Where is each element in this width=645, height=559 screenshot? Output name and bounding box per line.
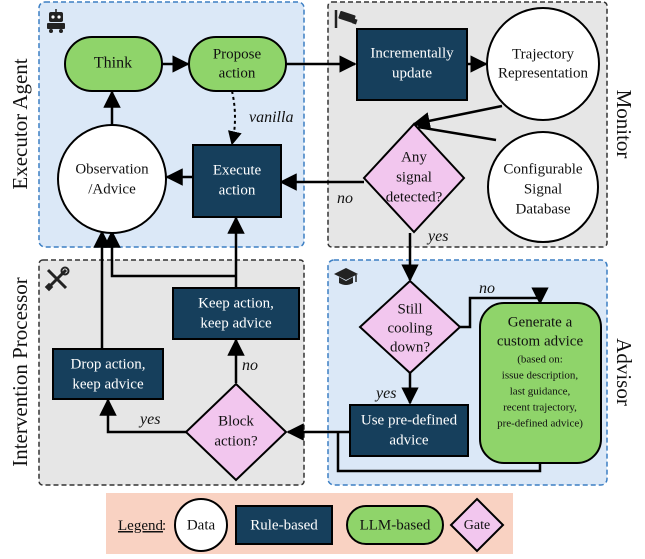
signal-database-node [487,131,599,243]
legend-llm-label: LLM-based [360,517,431,533]
tools-icon [44,266,70,292]
incrementally-update-node [356,28,468,101]
block-action-line2: action? [214,433,258,449]
custom-advice-basis-line5: pre-defined advice) [497,418,583,430]
drop-action-line2: keep advice [72,376,144,392]
propose-action-label-line2: action [219,65,256,81]
edge-trajectory-signal [412,104,503,130]
custom-advice-basis-line2: issue description, [502,370,579,382]
edge-generate-block [336,432,542,473]
graduation-cap-icon [334,268,358,285]
execute-action-node [192,144,282,218]
think-node [64,36,163,92]
use-predefined-advice-node [349,404,469,457]
still-cooling-line2: cooling [388,320,433,336]
observation-advice-node [57,124,167,234]
still-cooling-gate [358,279,462,375]
keep-action-line1: Keep action, [198,295,274,311]
generate-custom-advice-node [479,302,602,464]
trajectory-representation-node [486,7,600,121]
cctv-camera-icon [334,10,358,28]
legend-title: Legend [118,518,163,534]
observation-advice-line1: Observation [75,161,149,177]
any-signal-line2: signal [396,169,432,185]
signal-database-line3: Database [516,201,571,217]
drop-action-keep-advice-node [52,348,164,400]
custom-advice-basis-line4: recent trajectory, [503,402,577,414]
propose-action-label-line1: Propose [213,46,262,62]
intervention-panel-label: Intervention Processor [8,277,32,467]
custom-advice-basis-line3: last guidance, [510,386,571,398]
keep-action-line2: keep advice [200,315,272,331]
still-cooling-line1: Still [397,301,422,317]
legend-colon: : [162,518,166,534]
signal-database-line1: Configurable [503,161,582,177]
generate-custom-advice-line1: Generate a [508,314,573,330]
execute-action-line1: Execute [213,162,262,178]
robot-icon [47,9,65,33]
use-predefined-line1: Use pre-defined [361,412,458,428]
observation-advice-line2: /Advice [88,181,136,197]
edge-block-drop [99,398,186,434]
use-predefined-line2: advice [389,432,428,448]
legend-rule-label: Rule-based [250,517,318,533]
propose-action-node [188,36,287,92]
no-cooling-label: no [479,280,495,297]
yes-signal-label: yes [426,228,448,245]
block-action-gate [184,382,288,482]
no-block-label: no [242,357,258,374]
yes-cooling-label: yes [374,385,396,402]
any-signal-line1: Any [401,149,427,165]
trajectory-representation-line2: Representation [498,65,588,81]
edge-propose-execute-vanilla [228,90,242,146]
custom-advice-basis-line1: (based on: [517,354,563,366]
advisor-panel-label: Advisor [612,338,636,406]
legend-llm-swatch [346,505,444,545]
edge-keep-observation [103,230,236,278]
incrementally-update-line1: Incrementally [370,45,454,61]
trajectory-representation-line1: Trajectory [512,46,574,62]
generate-custom-advice-line2: custom advice [497,333,584,349]
still-cooling-line3: down? [390,339,430,355]
monitor-panel-label: Monitor [612,90,636,159]
edge-db-signal [417,125,497,142]
legend-rule-swatch [235,505,333,545]
vanilla-label: vanilla [249,109,293,126]
legend-data-label: Data [187,517,216,533]
legend-gate-swatch [449,497,505,553]
edge-cooling-generate [460,287,549,329]
legend-gate-label: Gate [464,518,490,533]
keep-action-keep-advice-node [172,287,300,340]
any-signal-line3: detected? [386,189,443,205]
yes-block-label: yes [138,411,160,428]
any-signal-gate [362,122,466,234]
think-label: Think [94,55,132,72]
execute-action-line2: action [219,182,256,198]
block-action-line1: Block [218,413,254,429]
drop-action-line1: Drop action, [71,356,146,372]
signal-database-line2: Signal [524,181,562,197]
legend-data-swatch [174,498,228,552]
incrementally-update-line2: update [392,65,432,81]
executor-panel-label: Executor Agent [8,58,32,189]
no-signal-label: no [337,190,353,207]
